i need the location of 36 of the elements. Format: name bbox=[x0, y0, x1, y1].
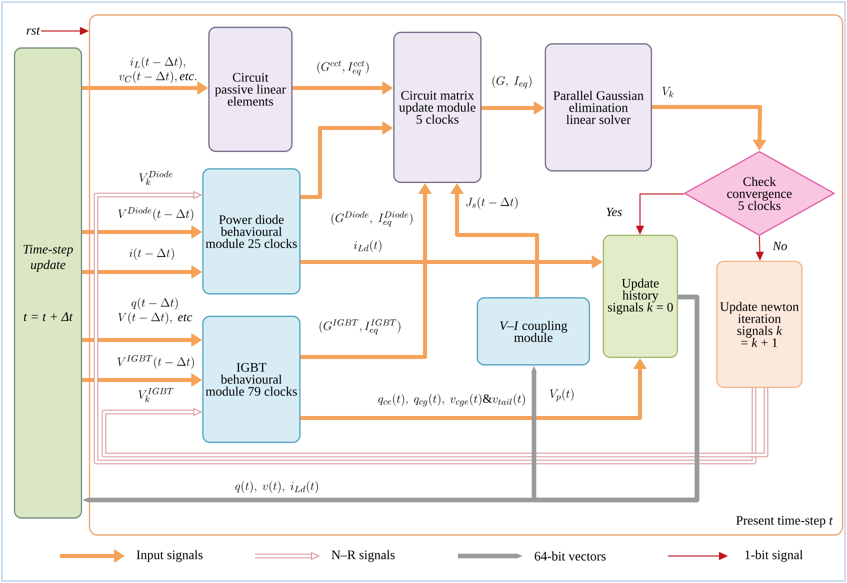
signal-name: rst bbox=[26, 27, 40, 35]
module-box: Circuit passive linear elements bbox=[208, 26, 292, 152]
edge-label: $(G^{Diode},\ I_{eq}^{Diode})$ bbox=[332, 211, 412, 227]
edge-label: $(G^{IGBT},I_{eq}^{IGBT})$ bbox=[320, 319, 400, 335]
legend-label: N–R signals bbox=[332, 550, 395, 562]
edge-label: $V_p(t)$ bbox=[550, 388, 574, 402]
edge-label: $V^{IGBT}(t-\Delta t)$ bbox=[118, 355, 194, 369]
edge-label: $V_k^{Diode}$ bbox=[139, 170, 172, 186]
edge-label: $q_{ce}(t),\ q_{cg}(t),\ v_{cge}(t)\&v_{tail}(t)$ bbox=[378, 394, 525, 406]
edge-label: No bbox=[772, 242, 787, 250]
module-box: Parallel Gaussian elimination linear solver bbox=[544, 43, 652, 172]
edge-label: $V^{Diode}(t-\Delta t)$ bbox=[118, 207, 194, 221]
module-box: Power diode behavioural module 25 clocks bbox=[202, 168, 300, 294]
edge-label: $J_s(t-\Delta t)$ bbox=[466, 197, 518, 209]
edge-label: $\begin{array}{c}i_L(t-\Delta t),\\ v_C(t-\Delta t),\mathit{etc.}\end{array}$ bbox=[119, 56, 196, 84]
legend-label: 64-bit vectors bbox=[534, 551, 606, 561]
module-box: IGBT behavioural module 79 clocks bbox=[202, 316, 300, 443]
legend-label: 1-bit signal bbox=[745, 550, 803, 562]
arrow bbox=[102, 388, 768, 458]
module-box: V–I coupling module bbox=[476, 297, 590, 366]
edge-label: $\begin{array}{c}q(t-\Delta t)\\ V(t-\Delta t),\ \mathit{etc}\end{array}$ bbox=[118, 298, 192, 324]
edge-label: $i_{Ld}(t)$ bbox=[354, 240, 382, 252]
arrow bbox=[531, 294, 700, 502]
edge-label: $(G,\ I_{eq})$ bbox=[492, 76, 532, 88]
edge-label: $V_k^{IGBT}$ bbox=[138, 388, 174, 402]
edge-label: $V_k$ bbox=[662, 86, 674, 98]
edge-label: $i(t-\Delta t)$ bbox=[129, 248, 174, 260]
timestep-box: Time-step update t = t + Δt bbox=[14, 47, 82, 519]
legend-label: Input signals bbox=[136, 550, 203, 562]
arrow bbox=[94, 190, 756, 464]
edge-label: Yes bbox=[606, 208, 622, 216]
update-box: Update history signals k = 0 bbox=[602, 234, 678, 358]
edge-label: $q(t),\ v(t),\ i_{Ld}(t)$ bbox=[235, 481, 318, 493]
update-box: Update newton iteration signals k = k + 1 bbox=[716, 260, 802, 388]
edge-label: $(G^{cct},I_{eq}^{cct})$ bbox=[317, 60, 369, 76]
module-box: Circuit matrix update module 5 clocks bbox=[393, 32, 482, 183]
